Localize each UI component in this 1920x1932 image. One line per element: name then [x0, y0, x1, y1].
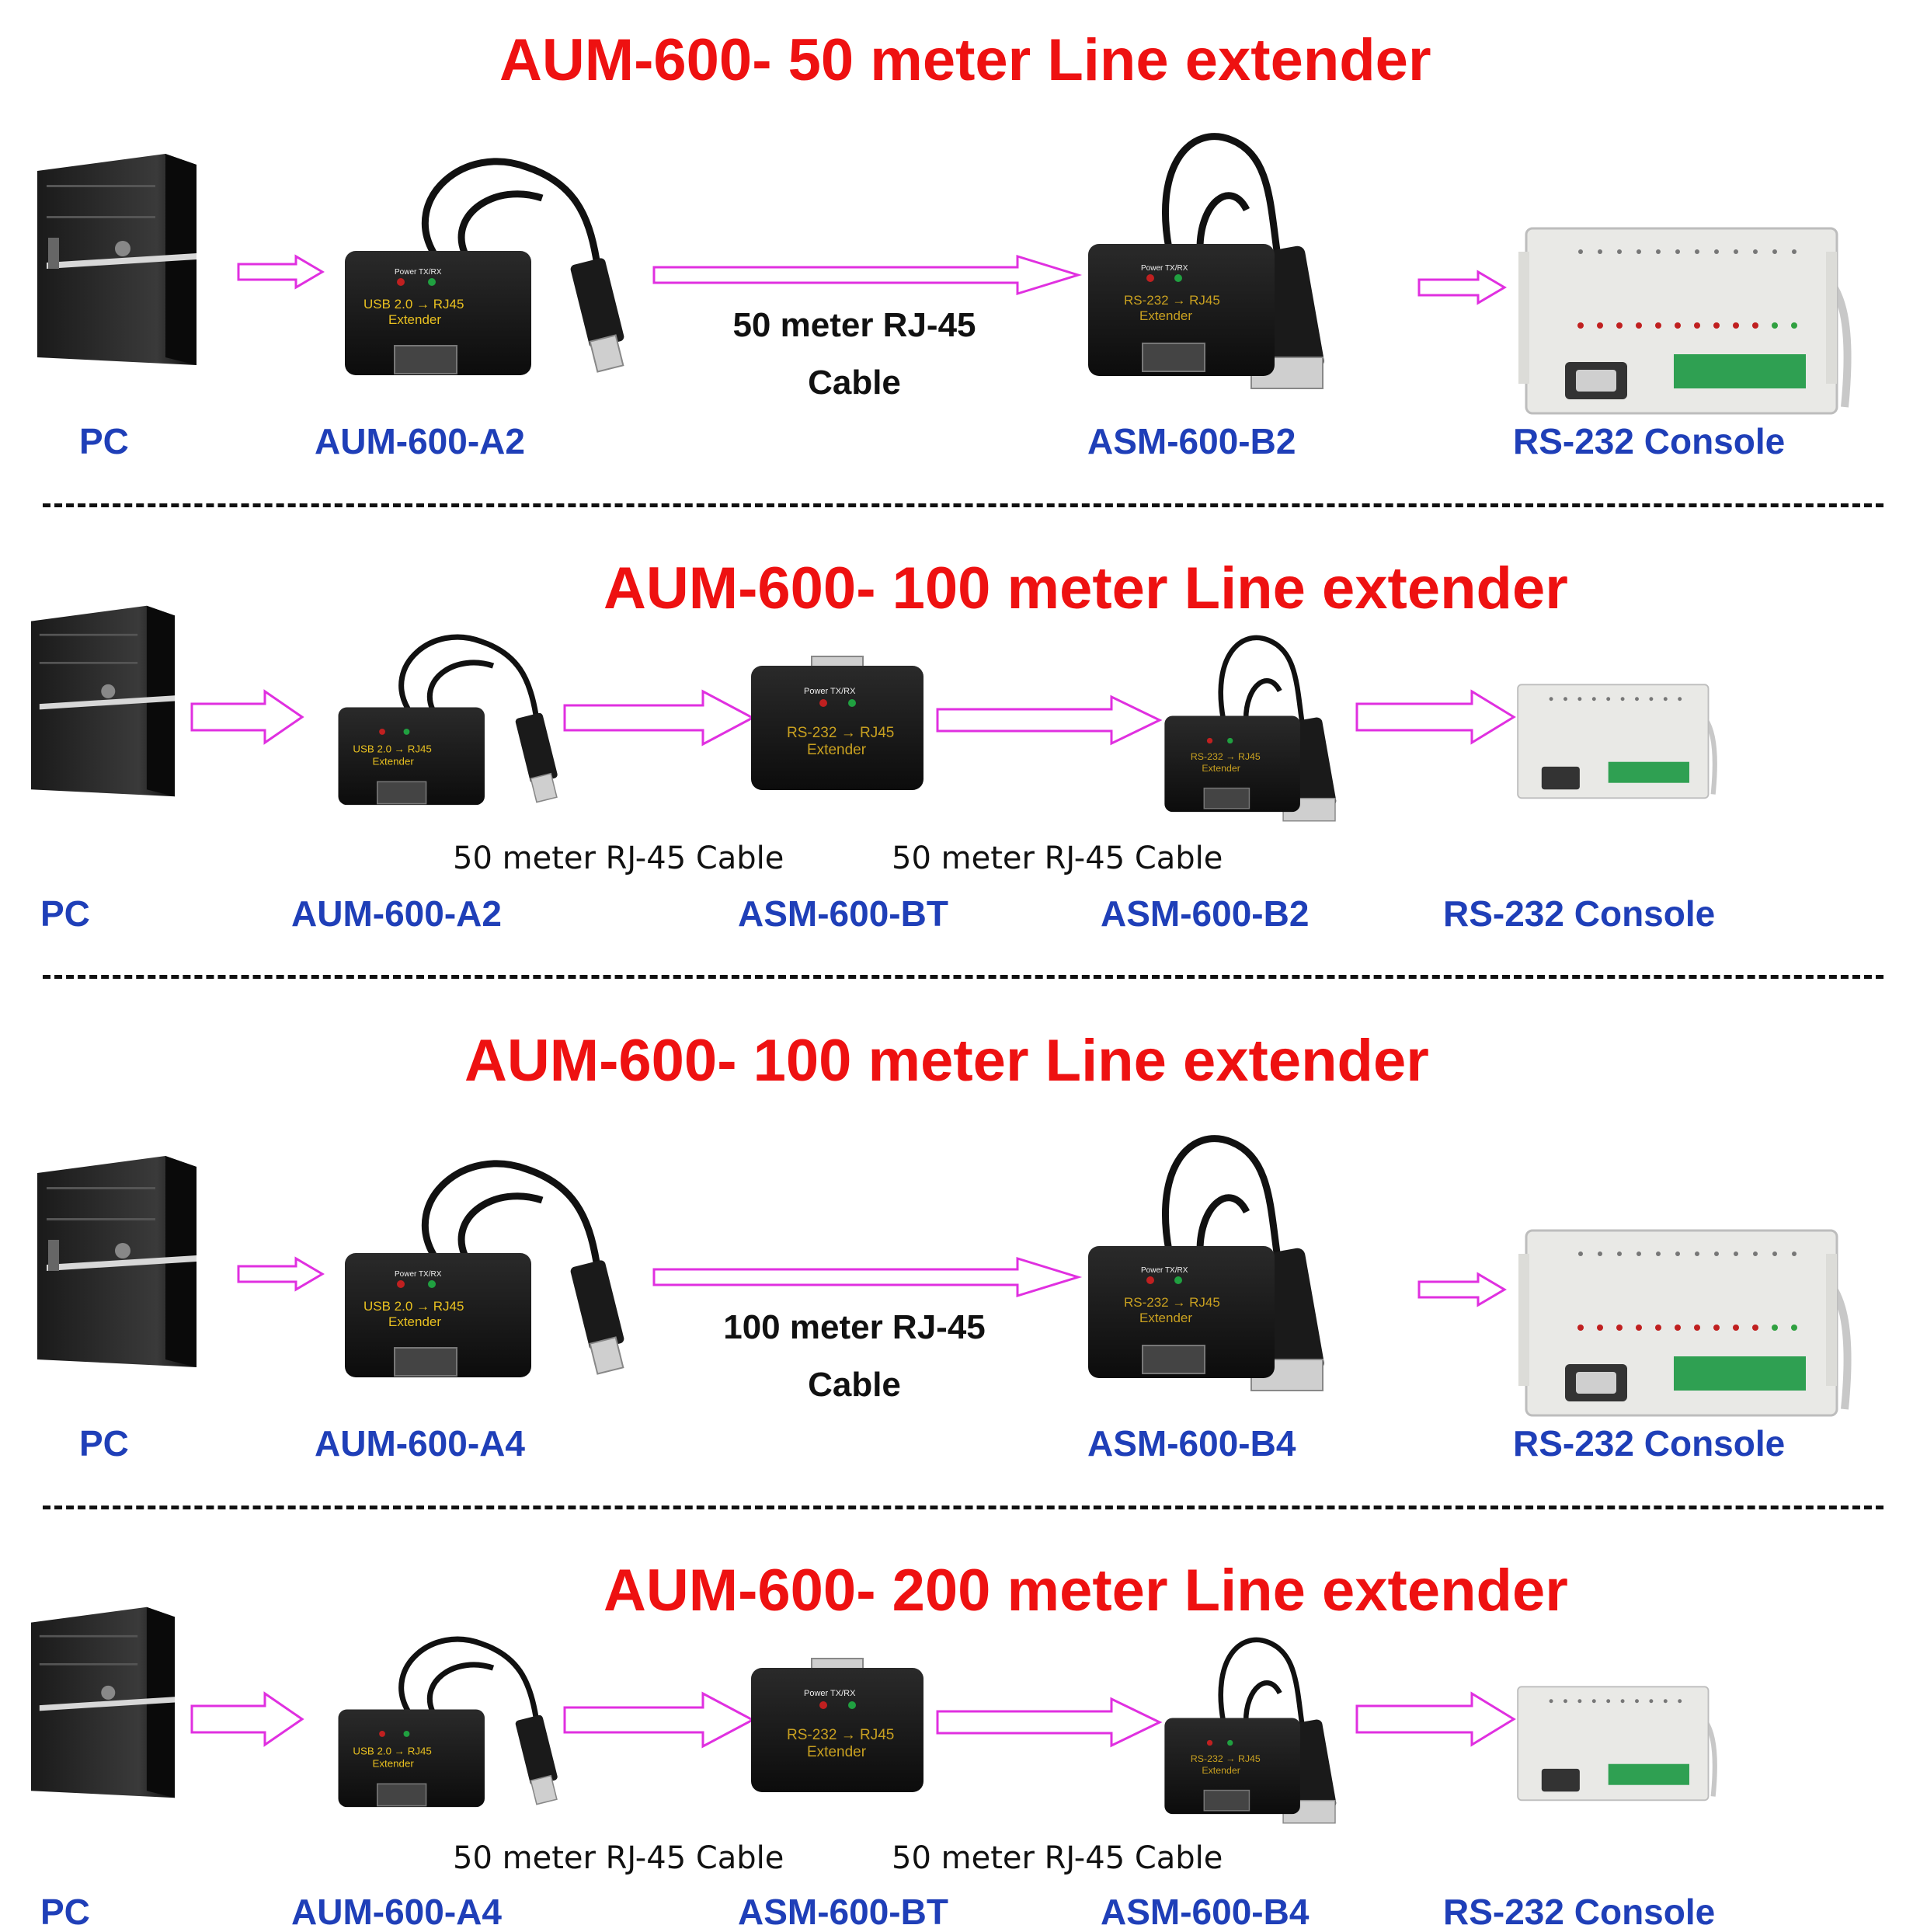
device-print: Extender — [1139, 308, 1192, 323]
section-title: AUM-600- 50 meter Line extender — [499, 27, 1431, 93]
device-print: RS-232 → RJ45 — [1191, 1753, 1261, 1764]
device-print: Extender — [372, 1757, 414, 1769]
arrow-right-icon — [1417, 1272, 1507, 1307]
cable-label: 100 meter RJ-45 Cable — [691, 1299, 1017, 1414]
section-title: AUM-600- 100 meter Line extender — [464, 1028, 1429, 1094]
repeater-box-icon: Power TX/RX RS-232 → RJ45 Extender — [751, 656, 923, 790]
section-divider — [43, 975, 1883, 979]
device-print: USB 2.0 → RJ45 — [353, 1746, 431, 1757]
usb-extender-icon: Power TX/RX USB 2.0 → RJ45 Extender — [345, 158, 624, 375]
device-label: AUM-600-A4 — [291, 1892, 502, 1932]
device-label: RS-232 Console — [1443, 893, 1716, 934]
device-print: Extender — [807, 742, 867, 758]
device-print: Extender — [1202, 763, 1240, 774]
rs232-extender-icon: Power TX/RX RS-232 → RJ45 Extender — [1088, 133, 1324, 389]
console-board-icon — [1518, 227, 1852, 415]
section-title: AUM-600- 100 meter Line extender — [603, 555, 1568, 621]
led-label: Power TX/RX — [804, 687, 856, 696]
arrow-right-icon — [190, 1691, 304, 1747]
pc-tower-icon — [37, 1156, 197, 1367]
device-label: RS-232 Console — [1443, 1892, 1716, 1932]
arrow-right-icon — [563, 689, 756, 747]
device-label: RS-232 Console — [1513, 421, 1786, 461]
cable-label: 50 meter RJ-45 Cable — [892, 841, 1223, 876]
section-divider — [43, 1506, 1883, 1509]
device-print: USB 2.0 → RJ45 — [353, 743, 431, 755]
arrow-right-icon — [190, 689, 304, 745]
device-label: RS-232 Console — [1513, 1423, 1786, 1464]
cable-label-line: 50 meter RJ-45 — [732, 306, 976, 344]
device-label: ASM-600-BT — [738, 1892, 948, 1932]
device-label: AUM-600-A4 — [315, 1423, 525, 1464]
device-print: RS-232 → RJ45 — [1191, 751, 1261, 762]
device-label: ASM-600-BT — [738, 893, 948, 934]
arrow-right-icon — [563, 1691, 756, 1749]
device-print: Extender — [807, 1744, 867, 1760]
device-print: Extender — [1139, 1311, 1192, 1325]
led-label: Power TX/RX — [1141, 1266, 1188, 1275]
arrow-right-icon — [1417, 270, 1507, 305]
console-board-icon — [1517, 1686, 1717, 1801]
led-label: Power TX/RX — [395, 268, 442, 277]
device-print: Extender — [1202, 1765, 1240, 1776]
device-label: PC — [40, 1892, 90, 1932]
arrow-right-icon — [1355, 689, 1516, 745]
arrow-right-icon — [1355, 1691, 1516, 1747]
device-label: ASM-600-B4 — [1101, 1892, 1310, 1932]
device-label: PC — [79, 1423, 129, 1464]
cable-label: 50 meter RJ-45 Cable — [453, 1840, 784, 1876]
cable-label-line: Cable — [808, 1366, 901, 1404]
device-label: AUM-600-A2 — [291, 893, 502, 934]
rs232-extender-icon: RS-232 → RJ45 Extender — [1164, 635, 1337, 822]
cable-label: 50 meter RJ-45 Cable — [453, 841, 784, 876]
device-label: AUM-600-A2 — [315, 421, 525, 461]
device-label: ASM-600-B4 — [1087, 1423, 1296, 1464]
led-label: Power TX/RX — [804, 1689, 856, 1698]
device-print: Extender — [388, 1314, 441, 1329]
usb-extender-icon: Power TX/RX USB 2.0 → RJ45 Extender — [345, 1160, 624, 1377]
repeater-box-icon: Power TX/RX RS-232 → RJ45 Extender — [751, 1658, 923, 1792]
console-board-icon — [1518, 1229, 1852, 1417]
arrow-right-icon — [237, 254, 325, 290]
device-print: RS-232 → RJ45 — [1124, 1295, 1220, 1310]
cable-label-line: Cable — [808, 364, 901, 402]
arrow-right-icon — [652, 1256, 1083, 1298]
arrow-right-icon — [237, 1256, 325, 1292]
device-label: PC — [40, 893, 90, 934]
device-print: RS-232 → RJ45 — [1124, 293, 1220, 308]
cable-label-line: 100 meter RJ-45 — [723, 1308, 986, 1346]
section-divider — [43, 503, 1883, 507]
pc-tower-icon — [31, 1607, 175, 1798]
usb-extender-icon: USB 2.0 → RJ45 Extender — [338, 1636, 558, 1808]
cable-label: 50 meter RJ-45 Cable — [691, 297, 1017, 412]
rs232-extender-icon: RS-232 → RJ45 Extender — [1164, 1637, 1337, 1824]
device-label: ASM-600-B2 — [1087, 421, 1296, 461]
usb-extender-icon: USB 2.0 → RJ45 Extender — [338, 634, 558, 806]
device-print: USB 2.0 → RJ45 — [363, 1299, 464, 1314]
device-label: ASM-600-B2 — [1101, 893, 1310, 934]
led-label: Power TX/RX — [395, 1270, 442, 1279]
device-print: USB 2.0 → RJ45 — [363, 297, 464, 312]
device-print: RS-232 → RJ45 — [787, 725, 894, 741]
arrow-right-icon — [652, 254, 1083, 296]
cable-label: 50 meter RJ-45 Cable — [892, 1840, 1223, 1876]
section-title: AUM-600- 200 meter Line extender — [603, 1558, 1568, 1624]
arrow-right-icon — [936, 694, 1163, 746]
device-label: PC — [79, 421, 129, 461]
arrow-right-icon — [936, 1697, 1163, 1748]
device-print: RS-232 → RJ45 — [787, 1727, 894, 1743]
console-board-icon — [1517, 684, 1717, 799]
pc-tower-icon — [37, 154, 197, 365]
rs232-extender-icon: Power TX/RX RS-232 → RJ45 Extender — [1088, 1135, 1324, 1391]
led-label: Power TX/RX — [1141, 264, 1188, 273]
pc-tower-icon — [31, 605, 175, 797]
device-print: Extender — [388, 312, 441, 327]
device-print: Extender — [372, 755, 414, 767]
